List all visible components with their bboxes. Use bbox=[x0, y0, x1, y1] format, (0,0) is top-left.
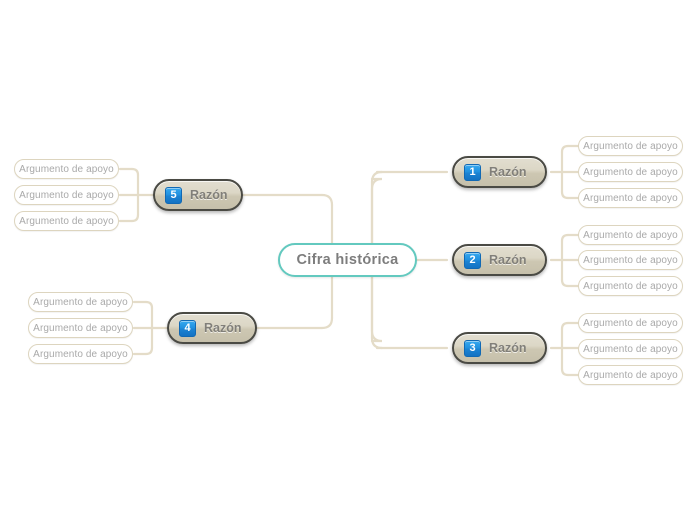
reason-label-2: Razón bbox=[489, 253, 527, 267]
leaf-node[interactable]: Argumento de apoyo bbox=[28, 318, 133, 338]
leaf-label: Argumento de apoyo bbox=[583, 192, 678, 204]
wire-corner-bottom-left bbox=[320, 316, 334, 330]
leaf-node[interactable]: Argumento de apoyo bbox=[578, 162, 683, 182]
center-node[interactable]: Cifra histórica bbox=[278, 243, 417, 277]
leaf-label: Argumento de apoyo bbox=[19, 215, 114, 227]
reason-node-1[interactable]: 1 Razón bbox=[452, 156, 547, 188]
wire-corner-bottom-right bbox=[370, 336, 384, 350]
leaf-node[interactable]: Argumento de apoyo bbox=[578, 313, 683, 333]
leaf-node[interactable]: Argumento de apoyo bbox=[578, 225, 683, 245]
reason-number-badge-2: 2 bbox=[464, 251, 481, 269]
leaf-label: Argumento de apoyo bbox=[583, 254, 678, 266]
leaf-node[interactable]: Argumento de apoyo bbox=[578, 276, 683, 296]
leaf-label: Argumento de apoyo bbox=[33, 322, 128, 334]
leaf-node[interactable]: Argumento de apoyo bbox=[28, 344, 133, 364]
wire-corner-top-right bbox=[370, 170, 384, 184]
reason-node-4[interactable]: 4 Razón bbox=[167, 312, 257, 344]
wire-corner-top-left bbox=[320, 193, 334, 207]
wire-reason5-corner-top bbox=[130, 167, 140, 177]
reason-number-badge-5: 5 bbox=[165, 186, 182, 204]
leaf-label: Argumento de apoyo bbox=[19, 163, 114, 175]
leaf-label: Argumento de apoyo bbox=[583, 280, 678, 292]
leaf-node[interactable]: Argumento de apoyo bbox=[578, 365, 683, 385]
reason-label-4: Razón bbox=[204, 321, 242, 335]
wire-reason2-corner-bottom bbox=[560, 278, 570, 288]
leaf-node[interactable]: Argumento de apoyo bbox=[14, 211, 119, 231]
wire-reason4-corner-top bbox=[144, 300, 154, 310]
reason-node-3[interactable]: 3 Razón bbox=[452, 332, 547, 364]
reason-label-5: Razón bbox=[190, 188, 228, 202]
leaf-node[interactable]: Argumento de apoyo bbox=[28, 292, 133, 312]
reason-label-1: Razón bbox=[489, 165, 527, 179]
center-node-label: Cifra histórica bbox=[296, 252, 399, 268]
wire-reason4-corner-bottom bbox=[144, 346, 154, 356]
wire-reason1-corner-bottom bbox=[560, 190, 570, 200]
leaf-label: Argumento de apoyo bbox=[33, 348, 128, 360]
reason-number-badge-1: 1 bbox=[464, 163, 481, 181]
wire-reason2-corner-top bbox=[560, 233, 570, 243]
leaf-label: Argumento de apoyo bbox=[583, 140, 678, 152]
leaf-node[interactable]: Argumento de apoyo bbox=[578, 339, 683, 359]
wire-reason3-corner-top bbox=[560, 321, 570, 331]
reason-label-3: Razón bbox=[489, 341, 527, 355]
wire-reason5-corner-bottom bbox=[130, 213, 140, 223]
leaf-label: Argumento de apoyo bbox=[583, 166, 678, 178]
leaf-label: Argumento de apoyo bbox=[19, 189, 114, 201]
leaf-node[interactable]: Argumento de apoyo bbox=[578, 136, 683, 156]
reason-node-5[interactable]: 5 Razón bbox=[153, 179, 243, 211]
leaf-label: Argumento de apoyo bbox=[583, 343, 678, 355]
leaf-node[interactable]: Argumento de apoyo bbox=[14, 159, 119, 179]
reason-number-badge-3: 3 bbox=[464, 339, 481, 357]
leaf-node[interactable]: Argumento de apoyo bbox=[578, 188, 683, 208]
leaf-label: Argumento de apoyo bbox=[583, 317, 678, 329]
leaf-node[interactable]: Argumento de apoyo bbox=[14, 185, 119, 205]
wire-reason3-corner-bottom bbox=[560, 367, 570, 377]
leaf-label: Argumento de apoyo bbox=[583, 229, 678, 241]
leaf-label: Argumento de apoyo bbox=[583, 369, 678, 381]
wire-reason1-corner-top bbox=[560, 144, 570, 154]
leaf-label: Argumento de apoyo bbox=[33, 296, 128, 308]
reason-number-badge-4: 4 bbox=[179, 319, 196, 337]
leaf-node[interactable]: Argumento de apoyo bbox=[578, 250, 683, 270]
reason-node-2[interactable]: 2 Razón bbox=[452, 244, 547, 276]
